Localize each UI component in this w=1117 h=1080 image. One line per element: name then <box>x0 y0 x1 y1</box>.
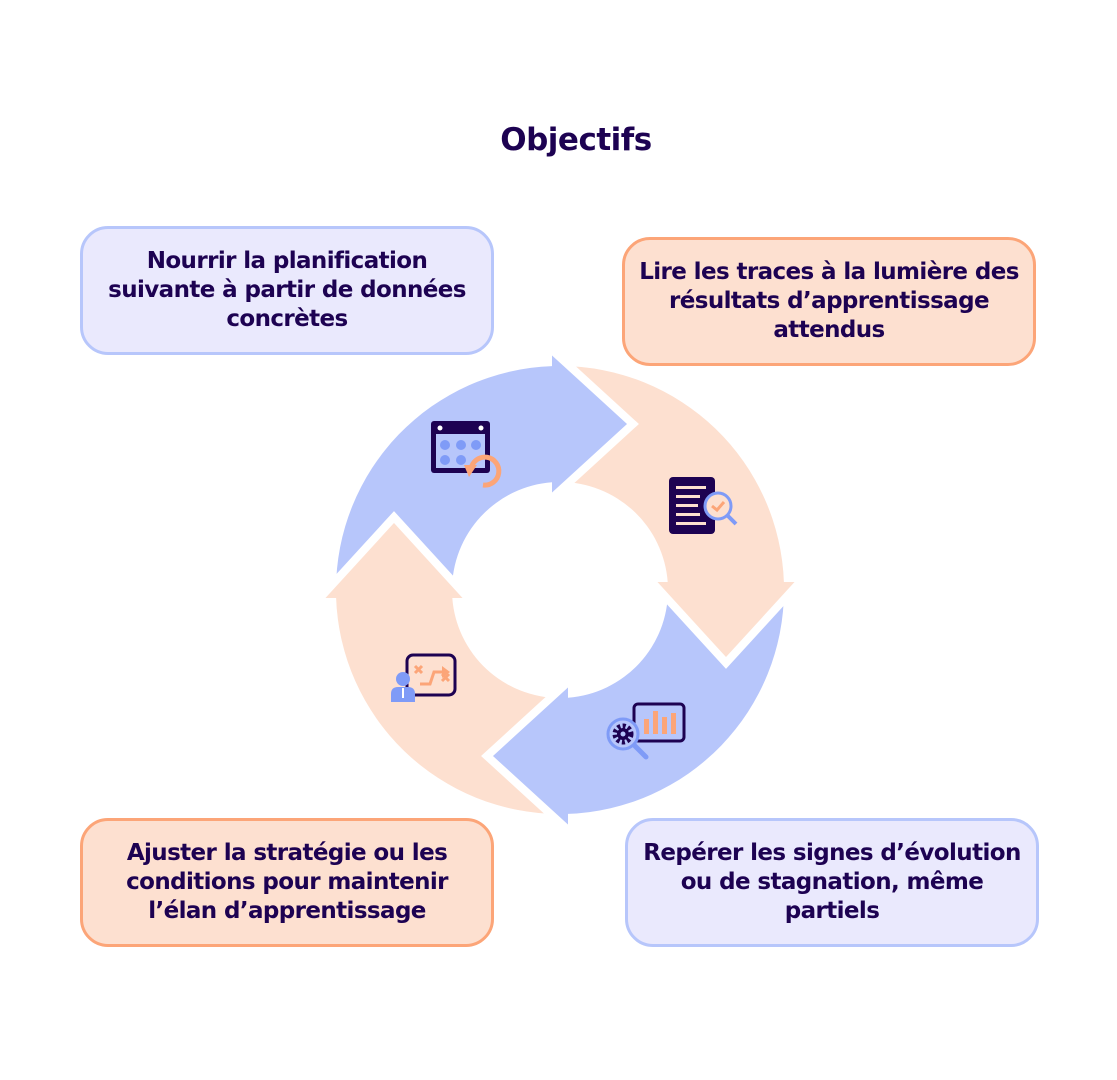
step-box-spot-signs: Repérer les signes d’évolution ou de sta… <box>625 818 1039 947</box>
step-text: Repérer les signes d’évolution ou de sta… <box>643 840 1021 924</box>
step-text: Nourrir la planification suivante à part… <box>108 248 466 332</box>
cycle-arrow-head-3 <box>481 679 571 833</box>
step-text: Lire les traces à la lumière des résulta… <box>639 259 1019 343</box>
step-box-read-traces: Lire les traces à la lumière des résulta… <box>622 237 1036 366</box>
calendar-refresh-icon <box>431 421 502 488</box>
cycle-arrow-head-2 <box>649 579 803 669</box>
step-box-plan: Nourrir la planification suivante à part… <box>80 226 494 355</box>
cycle-arrow-head-4 <box>317 511 471 601</box>
step-text: Ajuster la stratégie ou les conditions p… <box>126 840 448 924</box>
diagram-title: Objectifs <box>500 122 652 158</box>
step-box-adjust-strategy: Ajuster la stratégie ou les conditions p… <box>80 818 494 947</box>
cycle-arrow-head-1 <box>549 347 639 501</box>
document-search-check-icon <box>669 477 738 534</box>
strategy-board-person-icon <box>391 653 457 702</box>
chart-gear-search-icon <box>606 702 686 760</box>
